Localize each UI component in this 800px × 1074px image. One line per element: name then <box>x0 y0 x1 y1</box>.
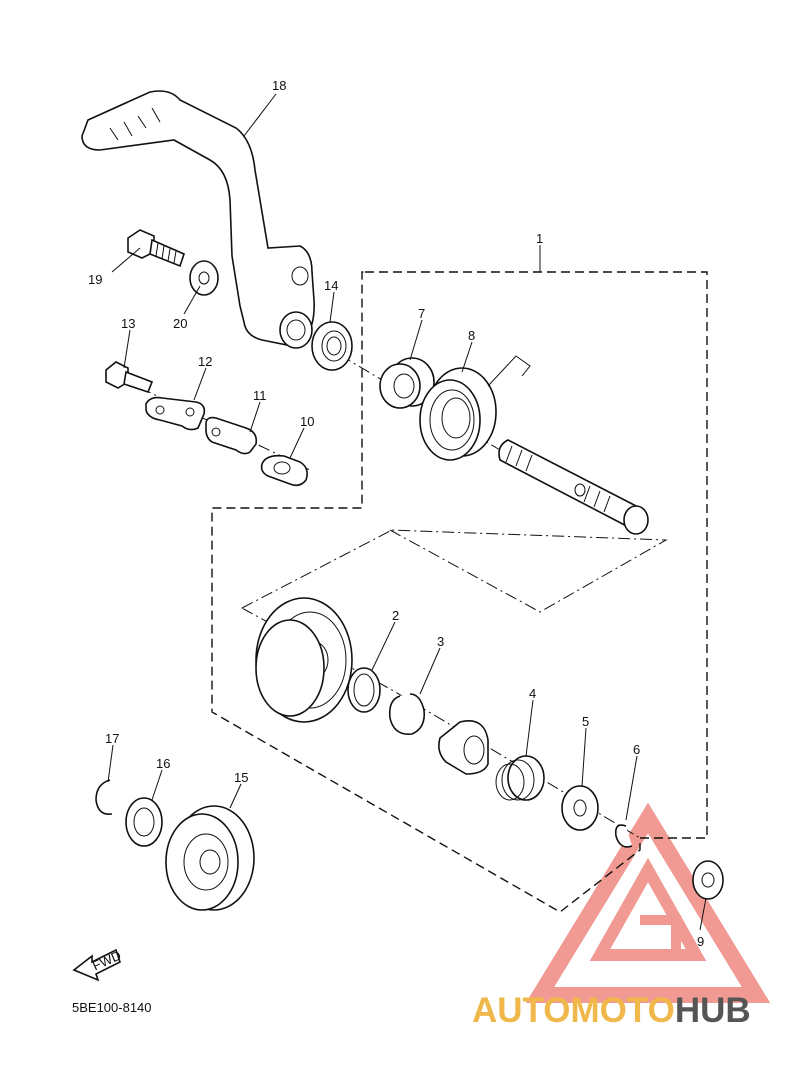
callout-14: 14 <box>324 278 338 293</box>
spring-4 <box>495 755 545 801</box>
callout-11: 11 <box>253 388 267 403</box>
watermark-text-b: HUB <box>675 991 751 1030</box>
callout-13: 13 <box>121 316 135 331</box>
callout-2: 2 <box>392 608 399 623</box>
watermark-text-a: AUTOMOTO <box>472 991 675 1030</box>
oil-seal-14 <box>311 321 353 371</box>
washer-9 <box>692 860 724 900</box>
callout-8: 8 <box>468 328 475 343</box>
washer-16 <box>125 797 163 847</box>
callout-18: 18 <box>272 78 286 93</box>
torsion-spring-8 <box>419 355 531 461</box>
callout-3: 3 <box>437 634 444 649</box>
assembly-outline <box>211 271 708 913</box>
fwd-arrow-icon: FWD <box>72 948 123 982</box>
callout-19: 19 <box>88 272 102 287</box>
callout-16: 16 <box>156 756 170 771</box>
kick-crank <box>81 90 315 349</box>
callout-15: 15 <box>234 770 248 785</box>
callout-4: 4 <box>529 686 536 701</box>
idle-gear-15 <box>165 805 255 911</box>
plate-12 <box>145 396 206 431</box>
callout-9: 9 <box>697 934 704 949</box>
collar-7 <box>379 357 435 409</box>
ratchet <box>438 720 489 775</box>
callout-12: 12 <box>198 354 212 369</box>
circlip-3 <box>388 693 426 735</box>
watermark-logo <box>525 802 771 1003</box>
callout-1: 1 <box>536 231 543 246</box>
callout-20: 20 <box>173 316 187 331</box>
plate-11 <box>205 416 258 455</box>
diagram-code: 5BE100-8140 <box>72 1000 152 1015</box>
callout-7: 7 <box>418 306 425 321</box>
callout-10: 10 <box>300 414 314 429</box>
clip-10 <box>260 454 308 487</box>
kick-gear <box>255 597 353 723</box>
washer-5 <box>561 785 599 831</box>
washer-20 <box>189 260 219 296</box>
callout-5: 5 <box>582 714 589 729</box>
watermark-text: AUTOMOTOHUB <box>472 991 751 1030</box>
circlip-6 <box>614 824 633 848</box>
bolt-13 <box>105 361 154 393</box>
kick-shaft <box>498 439 649 535</box>
leader-lines <box>107 93 707 931</box>
callout-17: 17 <box>105 731 119 746</box>
bolt-19 <box>127 229 185 268</box>
circlip-17 <box>95 779 113 816</box>
ring-2 <box>347 667 381 713</box>
callout-6: 6 <box>633 742 640 757</box>
